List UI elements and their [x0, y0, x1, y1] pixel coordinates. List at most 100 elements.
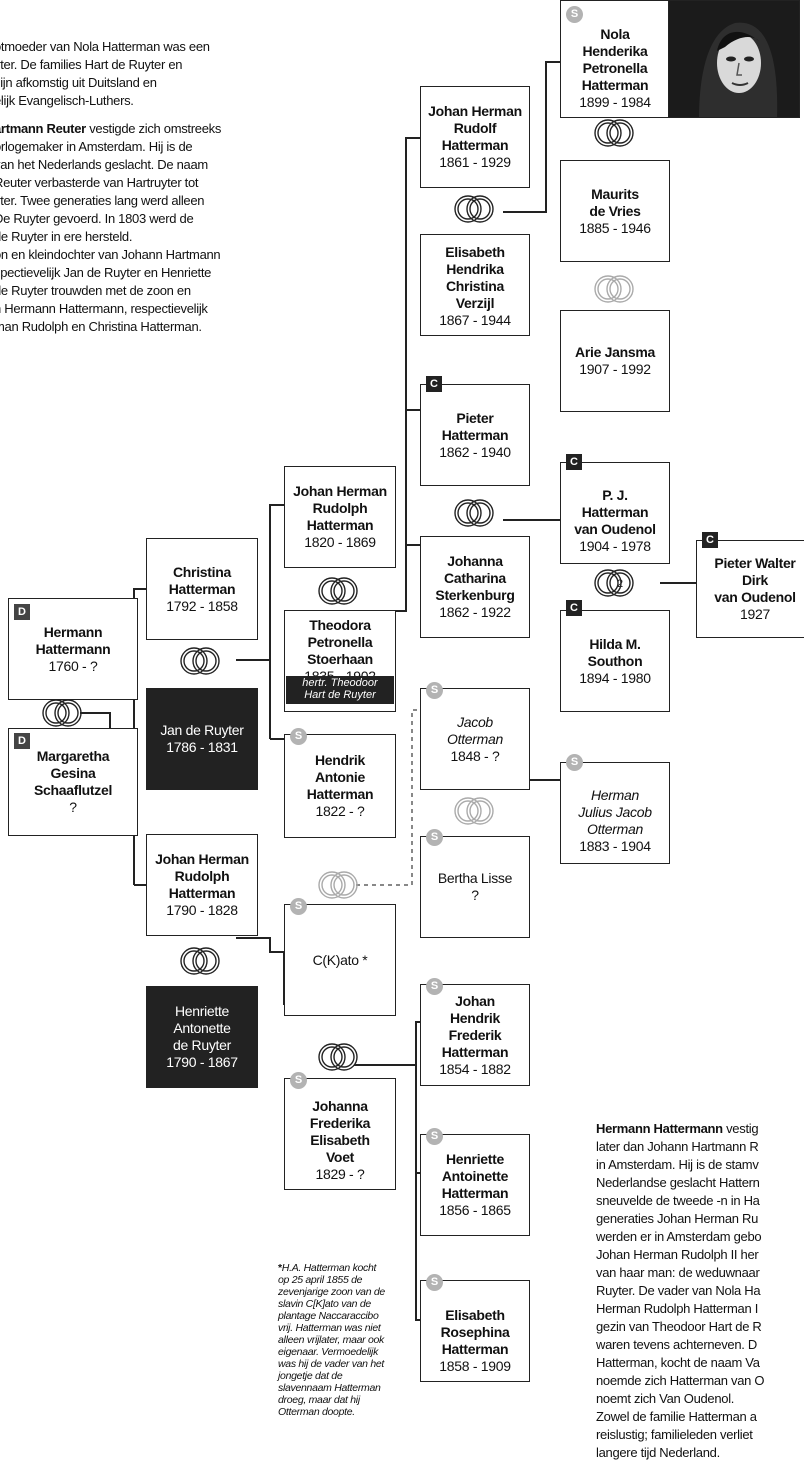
person-name: Johanna Catharina Sterkenburg	[435, 553, 515, 603]
person-years: 1786 - 1831	[166, 739, 238, 755]
nola-portrait-image	[668, 0, 800, 118]
person-years: 1820 - 1869	[304, 534, 376, 550]
badge-c: C	[566, 454, 582, 470]
person-years: 1907 - 1992	[579, 361, 651, 377]
person-name: Elisabeth Hendrika Christina Verzijl	[445, 244, 505, 311]
person-years: 1760 - ?	[48, 657, 98, 674]
badge-s: S	[426, 1128, 443, 1145]
person-pieter-walter: Pieter Walter Dirk van Oudenol 1927	[696, 540, 804, 638]
marriage-rings-icon	[180, 647, 220, 675]
person-years: 1861 - 1929	[439, 154, 511, 170]
person-name: Johan Herman Rudolf Hatterman	[428, 103, 522, 153]
badge-s: S	[426, 1274, 443, 1291]
person-name: Arie Jansma	[575, 344, 655, 360]
person-johan-hf: Johan Hendrik Frederik Hatterman 1854 - …	[420, 984, 530, 1086]
marriage-rings-icon	[454, 195, 494, 223]
person-years: 1854 - 1882	[439, 1060, 511, 1077]
person-years: 1856 - 1865	[439, 1202, 511, 1218]
person-years: 1904 - 1978	[579, 538, 651, 554]
person-years: 1858 - 1909	[439, 1358, 511, 1374]
person-bertha: Bertha Lisse ?	[420, 836, 530, 938]
person-pieter-1862: Pieter Hatterman 1862 - 1940	[420, 384, 530, 486]
person-name: Bertha Lisse	[437, 870, 513, 886]
person-jan: Jan de Ruyter 1786 - 1831	[146, 688, 258, 790]
person-henriette-1790: Henriette Antonette de Ruyter 1790 - 186…	[146, 986, 258, 1088]
person-name: Margaretha Gesina Schaaflutzel	[33, 748, 113, 798]
person-hilda: Hilda M. Southon 1894 - 1980	[560, 610, 670, 712]
person-name: Hendrik Antonie Hatterman	[306, 752, 374, 802]
person-henriette-antoinette: Henriette Antoinette Hatterman 1856 - 18…	[420, 1134, 530, 1236]
person-years: ?	[69, 799, 77, 815]
ckato-footnote: *H.A. Hatterman kocht op 25 april 1855 d…	[278, 1262, 386, 1418]
person-years: 1862 - 1922	[439, 604, 511, 620]
badge-c: C	[566, 600, 582, 616]
person-jhrudolf-1861: Johan Herman Rudolf Hatterman 1861 - 192…	[420, 86, 530, 188]
person-name: Jacob Otterman	[447, 713, 503, 747]
person-maurits: Maurits de Vries 1885 - 1946	[560, 160, 670, 262]
person-arie: Arie Jansma 1907 - 1992	[560, 310, 670, 412]
person-years: 1899 - 1984	[579, 94, 651, 110]
marriage-number: 2	[617, 578, 623, 590]
badge-s: S	[426, 978, 443, 995]
intro-paragraph-2: artmann Reuter vestigde zich omstreeks o…	[0, 120, 294, 336]
person-name: Pieter Walter Dirk van Oudenol	[714, 555, 796, 605]
badge-d: D	[14, 733, 30, 749]
person-name: Johanna Frederika Elisabeth Voet	[309, 1098, 371, 1165]
person-name: Herman Julius Jacob Otterman	[578, 787, 652, 837]
connector-lines	[80, 61, 696, 1321]
person-years: 1862 - 1940	[439, 443, 511, 460]
badge-s: S	[290, 898, 307, 915]
person-years: 1848 - ?	[450, 747, 500, 764]
person-name: Maurits de Vries	[589, 185, 641, 219]
person-years: 1822 - ?	[315, 803, 365, 819]
person-jhr-1790: Johan Herman Rudolph Hatterman 1790 - 18…	[146, 834, 258, 936]
intro-paragraph-1: otmoeder van Nola Hatterman was een yter…	[0, 39, 210, 108]
person-name: Johan Herman Rudolph Hatterman	[155, 851, 249, 901]
person-herman-1883: Herman Julius Jacob Otterman 1883 - 1904	[560, 762, 670, 864]
outro-paragraph: vestig later dan Johann Hartmann R in Am…	[596, 1121, 765, 1460]
person-elisabeth-rosephina: Elisabeth Rosephina Hatterman 1858 - 190…	[420, 1280, 530, 1382]
person-elisabeth-1867: Elisabeth Hendrika Christina Verzijl 186…	[420, 234, 530, 336]
person-name: Theodora Petronella Stoerhaan	[307, 617, 373, 667]
outro-text: Hermann Hattermann vestig later dan Joha…	[596, 1120, 804, 1462]
person-name: Elisabeth Rosephina Hatterman	[440, 1307, 510, 1357]
badge-s: S	[566, 6, 583, 23]
person-years: 1883 - 1904	[579, 838, 651, 854]
marriage-rings-icon: 2	[594, 569, 634, 597]
person-name: P. J. Hatterman van Oudenol	[574, 487, 656, 537]
marriage-rings-icon	[454, 499, 494, 527]
person-years: 1792 - 1858	[166, 597, 238, 614]
person-name: Nola Henderika Petronella Hatterman	[581, 26, 649, 93]
marriage-rings-icon	[594, 119, 634, 147]
person-years: 1790 - 1867	[166, 1054, 238, 1070]
marriage-rings-icon	[318, 577, 358, 605]
theodora-remarriage-note: hertr. Theodoor Hart de Ruyter	[286, 676, 394, 704]
badge-s: S	[290, 1072, 307, 1089]
person-years: 1894 - 1980	[579, 669, 651, 686]
badge-s: S	[566, 754, 583, 771]
badge-c: C	[426, 376, 442, 392]
marriage-rings-icon	[318, 1043, 358, 1071]
person-years: 1867 - 1944	[439, 312, 511, 328]
person-johanna-1862: Johanna Catharina Sterkenburg 1862 - 192…	[420, 536, 530, 638]
badge-s: S	[426, 682, 443, 699]
marriage-rings-icon	[180, 947, 220, 975]
badge-s: S	[426, 829, 443, 846]
intro-bold-name: artmann Reuter	[0, 121, 86, 136]
intro-paragraph-2-text: vestigde zich omstreeks orlogemaker in A…	[0, 121, 222, 334]
person-christina: Christina Hatterman 1792 - 1858	[146, 538, 258, 640]
footnote-star: *	[278, 1262, 282, 1274]
person-name: Johan Hendrik Frederik Hatterman	[441, 992, 509, 1060]
person-ckato: C(K)ato *	[284, 904, 396, 1016]
person-name: Henriette Antonette de Ruyter	[173, 1003, 231, 1053]
marriage-rings-icon	[42, 699, 82, 727]
person-hendrik: Hendrik Antonie Hatterman 1822 - ?	[284, 734, 396, 838]
person-name: Pieter Hatterman	[441, 409, 509, 443]
marriage-rings-icon-faded	[594, 275, 634, 303]
person-pj: P. J. Hatterman van Oudenol 1904 - 1978	[560, 462, 670, 564]
person-jacob: Jacob Otterman 1848 - ?	[420, 688, 530, 790]
badge-s: S	[290, 728, 307, 745]
person-years: ?	[471, 887, 479, 903]
person-nola: Nola Henderika Petronella Hatterman 1899…	[560, 0, 670, 118]
footnote-text: H.A. Hatterman kocht op 25 april 1855 de…	[278, 1262, 385, 1418]
